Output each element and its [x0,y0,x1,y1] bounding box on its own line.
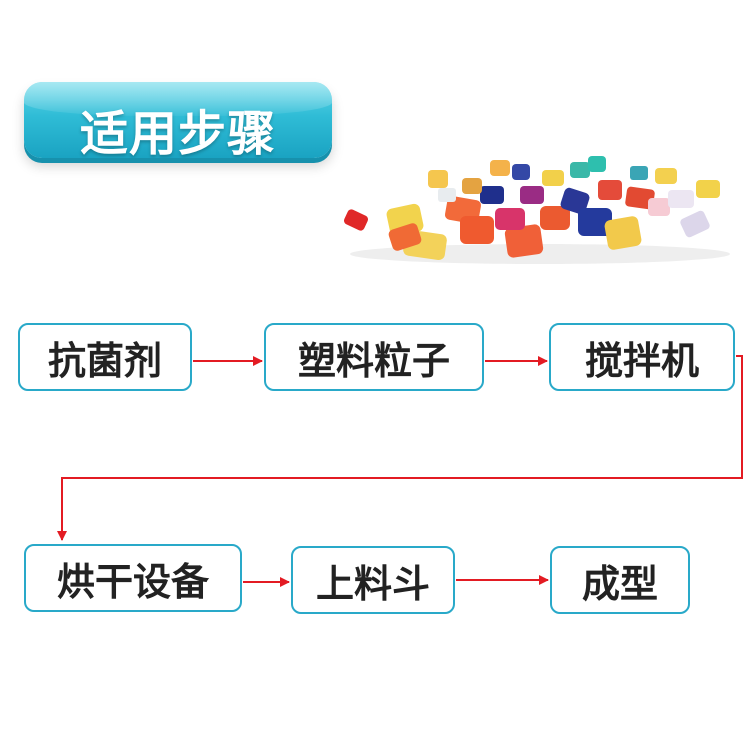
title-badge: 适用步骤 [24,82,332,158]
step-hopper: 上料斗 [291,546,455,614]
step-molding: 成型 [550,546,690,614]
page-title: 适用步骤 [79,106,276,158]
plastic-pellets-image [343,156,730,264]
step-mixer: 搅拌机 [549,323,735,391]
step-plastic-pellets: 塑料粒子 [264,323,484,391]
step-drying-equipment: 烘干设备 [24,544,242,612]
step-antibacterial-agent: 抗菌剂 [18,323,192,391]
